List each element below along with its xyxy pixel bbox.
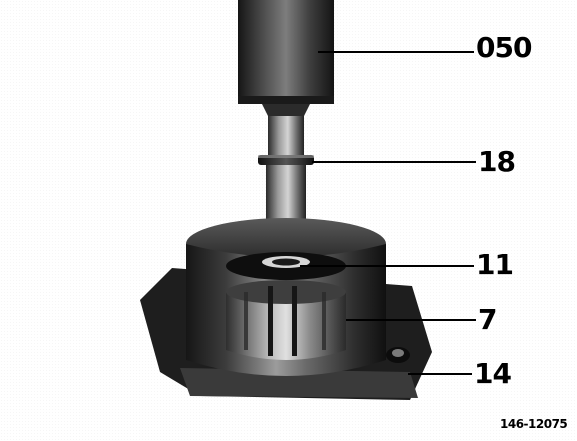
callout-label-14: 14 xyxy=(474,357,512,390)
figure-number: 146-12075 xyxy=(500,417,568,431)
callout-label-18: 18 xyxy=(478,145,516,178)
callout-label-7: 7 xyxy=(478,303,498,336)
callout-label-050: 050 xyxy=(476,31,532,64)
callout-label-11: 11 xyxy=(476,248,514,281)
